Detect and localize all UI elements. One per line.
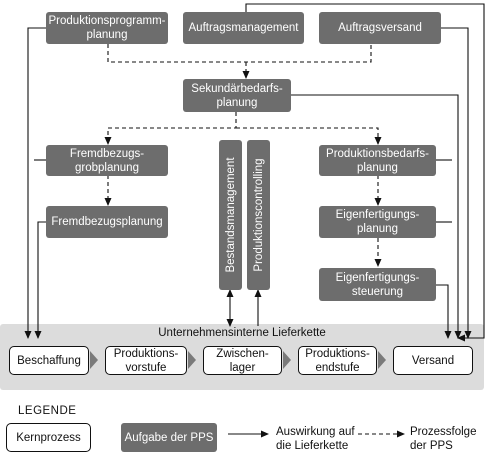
- task-fremdbezugsgrobplanung: Fremdbezugs- grobplanung: [46, 145, 168, 176]
- task-produktionscontrolling: Produktionscontrolling: [247, 140, 270, 290]
- bestandsmanagement-label: Bestandsmanagement: [224, 157, 237, 273]
- legend-prozessfolge-label: Prozessfolge der PPS: [410, 426, 477, 452]
- legend-title: LEGENDE: [18, 405, 77, 417]
- task-produktionsbedarfsplanung: Produktionsbedarfs- planung: [319, 145, 436, 176]
- line-sek-right: [291, 94, 462, 339]
- task-auftragsversand: Auftragsversand: [319, 12, 441, 44]
- task-auftragsmanagement: Auftragsmanagement: [183, 12, 304, 44]
- dash-sek-split: [104, 112, 237, 145]
- dash-pp-auftrag: [107, 44, 372, 63]
- process-produktionsendstufe: Produktions- endstufe: [298, 346, 377, 375]
- line-ef-steuerung-right: [436, 284, 452, 339]
- task-fremdbezugsplanung: Fremdbezugsplanung: [46, 206, 168, 238]
- process-beschaffung: Beschaffung: [9, 346, 89, 375]
- produktionscontrolling-label: Produktionscontrolling: [252, 158, 265, 272]
- line-versand-right: [441, 27, 472, 339]
- dash-sek-right: [236, 127, 382, 145]
- legend-aufgabe: Aufgabe der PPS: [121, 423, 217, 452]
- supply-chain-title: Unternehmensinterne Lieferkette: [158, 327, 326, 339]
- process-zwischenlager: Zwischen- lager: [203, 346, 282, 375]
- task-sekundaerbedarfsplanung: Sekundärbedarfs- planung: [183, 79, 291, 112]
- process-chevrons: [90, 351, 386, 369]
- legend-kernprozess: Kernprozess: [6, 423, 91, 452]
- task-eigenfertigungsplanung: Eigenfertigungs- planung: [319, 206, 436, 238]
- line-pp-beschaffung: [24, 27, 46, 339]
- process-versand: Versand: [393, 346, 473, 375]
- task-produktionsprogrammplanung: Produktionsprogramm- planung: [46, 12, 168, 44]
- legend-auswirkung-label: Auswirkung auf die Lieferkette: [276, 426, 355, 452]
- process-produktionsvorstufe: Produktions- vorstufe: [105, 346, 187, 375]
- task-eigenfertigungssteuerung: Eigenfertigungs- steuerung: [319, 268, 436, 301]
- task-bestandsmanagement: Bestandsmanagement: [219, 140, 242, 290]
- line-top-versand: [245, 3, 485, 342]
- line-fb-left: [34, 221, 46, 339]
